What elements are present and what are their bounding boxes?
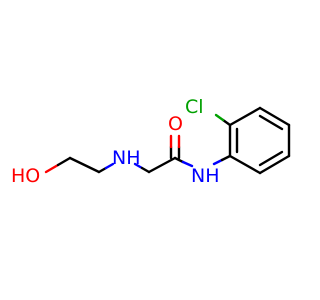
amide-nh-label: NH	[191, 165, 220, 187]
bond-o-ch2	[44, 156, 72, 174]
bond-amide-n-ring	[212, 154, 232, 166]
benzene-ring	[228, 106, 291, 175]
bond-ch2-amine-n	[97, 162, 115, 174]
bond-ring-cl	[214, 113, 232, 127]
bond-carbonyl-double	[169, 134, 181, 160]
molecule-structure: HO NH O NH Cl	[11, 96, 291, 187]
bond-ch2-ch2	[68, 156, 101, 174]
hydroxyl-label: HO	[11, 165, 40, 187]
bond-amine-n-ch2	[133, 162, 151, 174]
carbonyl-oxygen-label: O	[168, 113, 183, 135]
bond-ch2-carbonyl-c	[147, 156, 177, 174]
bond-carbonyl-c-amide-n	[173, 156, 194, 168]
amine-nh-label: NH	[112, 147, 141, 169]
chlorine-label: Cl	[185, 96, 204, 118]
